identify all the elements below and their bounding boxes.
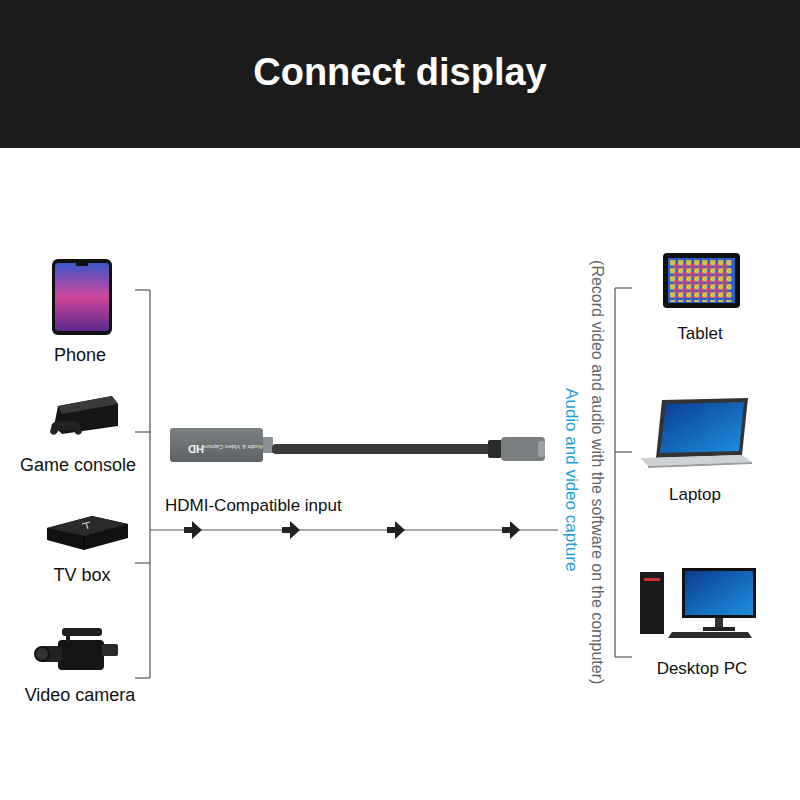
desktop-pc-icon	[640, 568, 756, 638]
game-console-icon	[50, 396, 118, 435]
capture-label: Audio and video capture	[562, 388, 582, 571]
device-marking: Audio & Video Capture	[202, 443, 263, 450]
laptop-icon	[640, 398, 752, 468]
tv-box-icon	[47, 516, 128, 550]
right-bracket	[615, 288, 632, 657]
device-label: Tablet	[677, 324, 722, 344]
device-label: TV box	[53, 565, 110, 586]
video-camera-icon	[35, 628, 118, 670]
tablet-icon	[663, 253, 740, 308]
left-bracket	[135, 290, 558, 678]
capture-device	[170, 428, 545, 462]
device-label: Laptop	[669, 485, 721, 505]
flow-arrows	[184, 521, 520, 539]
page-title: Connect display	[253, 51, 547, 95]
device-label: Desktop PC	[657, 659, 748, 679]
device-label: Video camera	[25, 685, 136, 706]
header-band	[0, 0, 800, 148]
input-label: HDMI-Compatible input	[165, 496, 342, 516]
device-label: Game console	[20, 455, 136, 476]
phone-icon	[52, 259, 112, 335]
note-label: (Record video and audio with the softwar…	[588, 260, 606, 684]
device-label: Phone	[54, 345, 106, 366]
